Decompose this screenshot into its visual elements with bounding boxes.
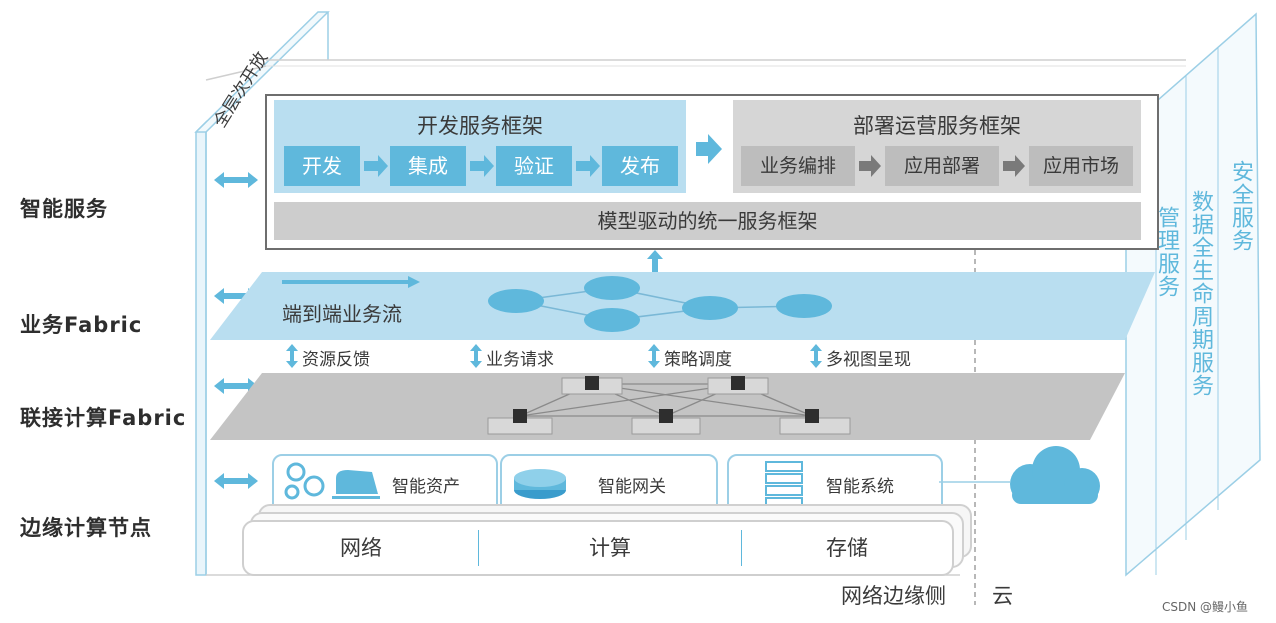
deploy-step-orchestration: 业务编排 bbox=[741, 146, 855, 186]
double-arrow-icon bbox=[214, 473, 258, 489]
server-icon bbox=[765, 461, 803, 508]
edge-service-smart-system-label: 智能系统 bbox=[826, 477, 894, 497]
interaction-resource-feedback: 资源反馈 bbox=[302, 350, 370, 370]
edge-side-label: 网络边缘侧 bbox=[841, 584, 946, 608]
resource-storage: 存储 bbox=[826, 536, 868, 560]
watermark: CSDN @鳗小鱼 bbox=[1162, 600, 1249, 614]
interaction-policy-scheduling: 策略调度 bbox=[664, 350, 732, 370]
interaction-arrows bbox=[286, 344, 822, 368]
flow-node bbox=[584, 308, 640, 332]
layer-label-connect-compute-fabric: 联接计算Fabric bbox=[20, 406, 187, 430]
layer-label-business-fabric: 业务Fabric bbox=[20, 313, 143, 337]
resource-compute: 计算 bbox=[589, 536, 631, 560]
layer-label-smart-service: 智能服务 bbox=[20, 197, 108, 221]
left-arrows bbox=[214, 172, 258, 489]
resource-bar: 网络 计算 存储 bbox=[242, 520, 954, 576]
up-down-arrow-icon bbox=[286, 344, 298, 368]
up-down-arrow-icon bbox=[470, 344, 482, 368]
chip-icon bbox=[731, 376, 745, 390]
deploy-flow-arrows bbox=[859, 155, 1025, 177]
edge-service-smart-asset-label: 智能资产 bbox=[392, 477, 460, 497]
cloud-icon bbox=[1010, 446, 1100, 504]
deploy-step-app-deploy: 应用部署 bbox=[885, 146, 999, 186]
flow-node bbox=[584, 276, 640, 300]
layer-label-edge-node: 边缘计算节点 bbox=[20, 516, 152, 540]
dev-step-develop: 开发 bbox=[284, 146, 360, 186]
dev-flow-arrows bbox=[364, 155, 600, 177]
framework-link-arrow bbox=[696, 134, 722, 164]
right-arrow-icon bbox=[364, 155, 388, 177]
cloud-side-label: 云 bbox=[992, 584, 1013, 608]
dev-step-integrate: 集成 bbox=[390, 146, 466, 186]
side-service-data-lifecycle: 数据全生命周期服务 bbox=[1188, 190, 1213, 397]
model-driven-framework: 模型驱动的统一服务框架 bbox=[274, 202, 1141, 240]
chip-icon bbox=[805, 409, 819, 423]
chip-icon bbox=[585, 376, 599, 390]
business-flow-label: 端到端业务流 bbox=[282, 302, 402, 326]
double-arrow-icon bbox=[214, 172, 258, 188]
gear-icon bbox=[284, 462, 325, 500]
dev-framework-title: 开发服务框架 bbox=[417, 114, 543, 138]
interaction-business-request: 业务请求 bbox=[486, 350, 554, 370]
deploy-step-app-market: 应用市场 bbox=[1029, 146, 1133, 186]
side-service-security: 安全服务 bbox=[1228, 160, 1253, 252]
deploy-framework-title: 部署运营服务框架 bbox=[853, 114, 1021, 138]
up-down-arrow-icon bbox=[810, 344, 822, 368]
dev-step-release: 发布 bbox=[602, 146, 678, 186]
right-arrow-icon bbox=[576, 155, 600, 177]
edge-service-smart-gateway-label: 智能网关 bbox=[598, 477, 666, 497]
resource-network: 网络 bbox=[340, 536, 382, 560]
flow-node bbox=[488, 289, 544, 313]
flow-node bbox=[682, 296, 738, 320]
router-icon bbox=[514, 469, 566, 499]
double-arrow-icon bbox=[214, 288, 258, 304]
dev-step-verify: 验证 bbox=[496, 146, 572, 186]
flow-node bbox=[776, 294, 832, 318]
right-arrow-icon bbox=[1003, 155, 1025, 177]
interaction-multi-view: 多视图呈现 bbox=[826, 350, 911, 370]
side-service-management: 管理服务 bbox=[1154, 206, 1179, 298]
up-down-arrow-icon bbox=[648, 344, 660, 368]
chip-icon bbox=[513, 409, 527, 423]
right-arrow-icon bbox=[859, 155, 881, 177]
double-arrow-icon bbox=[214, 378, 258, 394]
right-arrow-icon bbox=[470, 155, 494, 177]
right-arrow-icon bbox=[696, 134, 722, 164]
chip-icon bbox=[659, 409, 673, 423]
train-icon bbox=[332, 470, 380, 499]
